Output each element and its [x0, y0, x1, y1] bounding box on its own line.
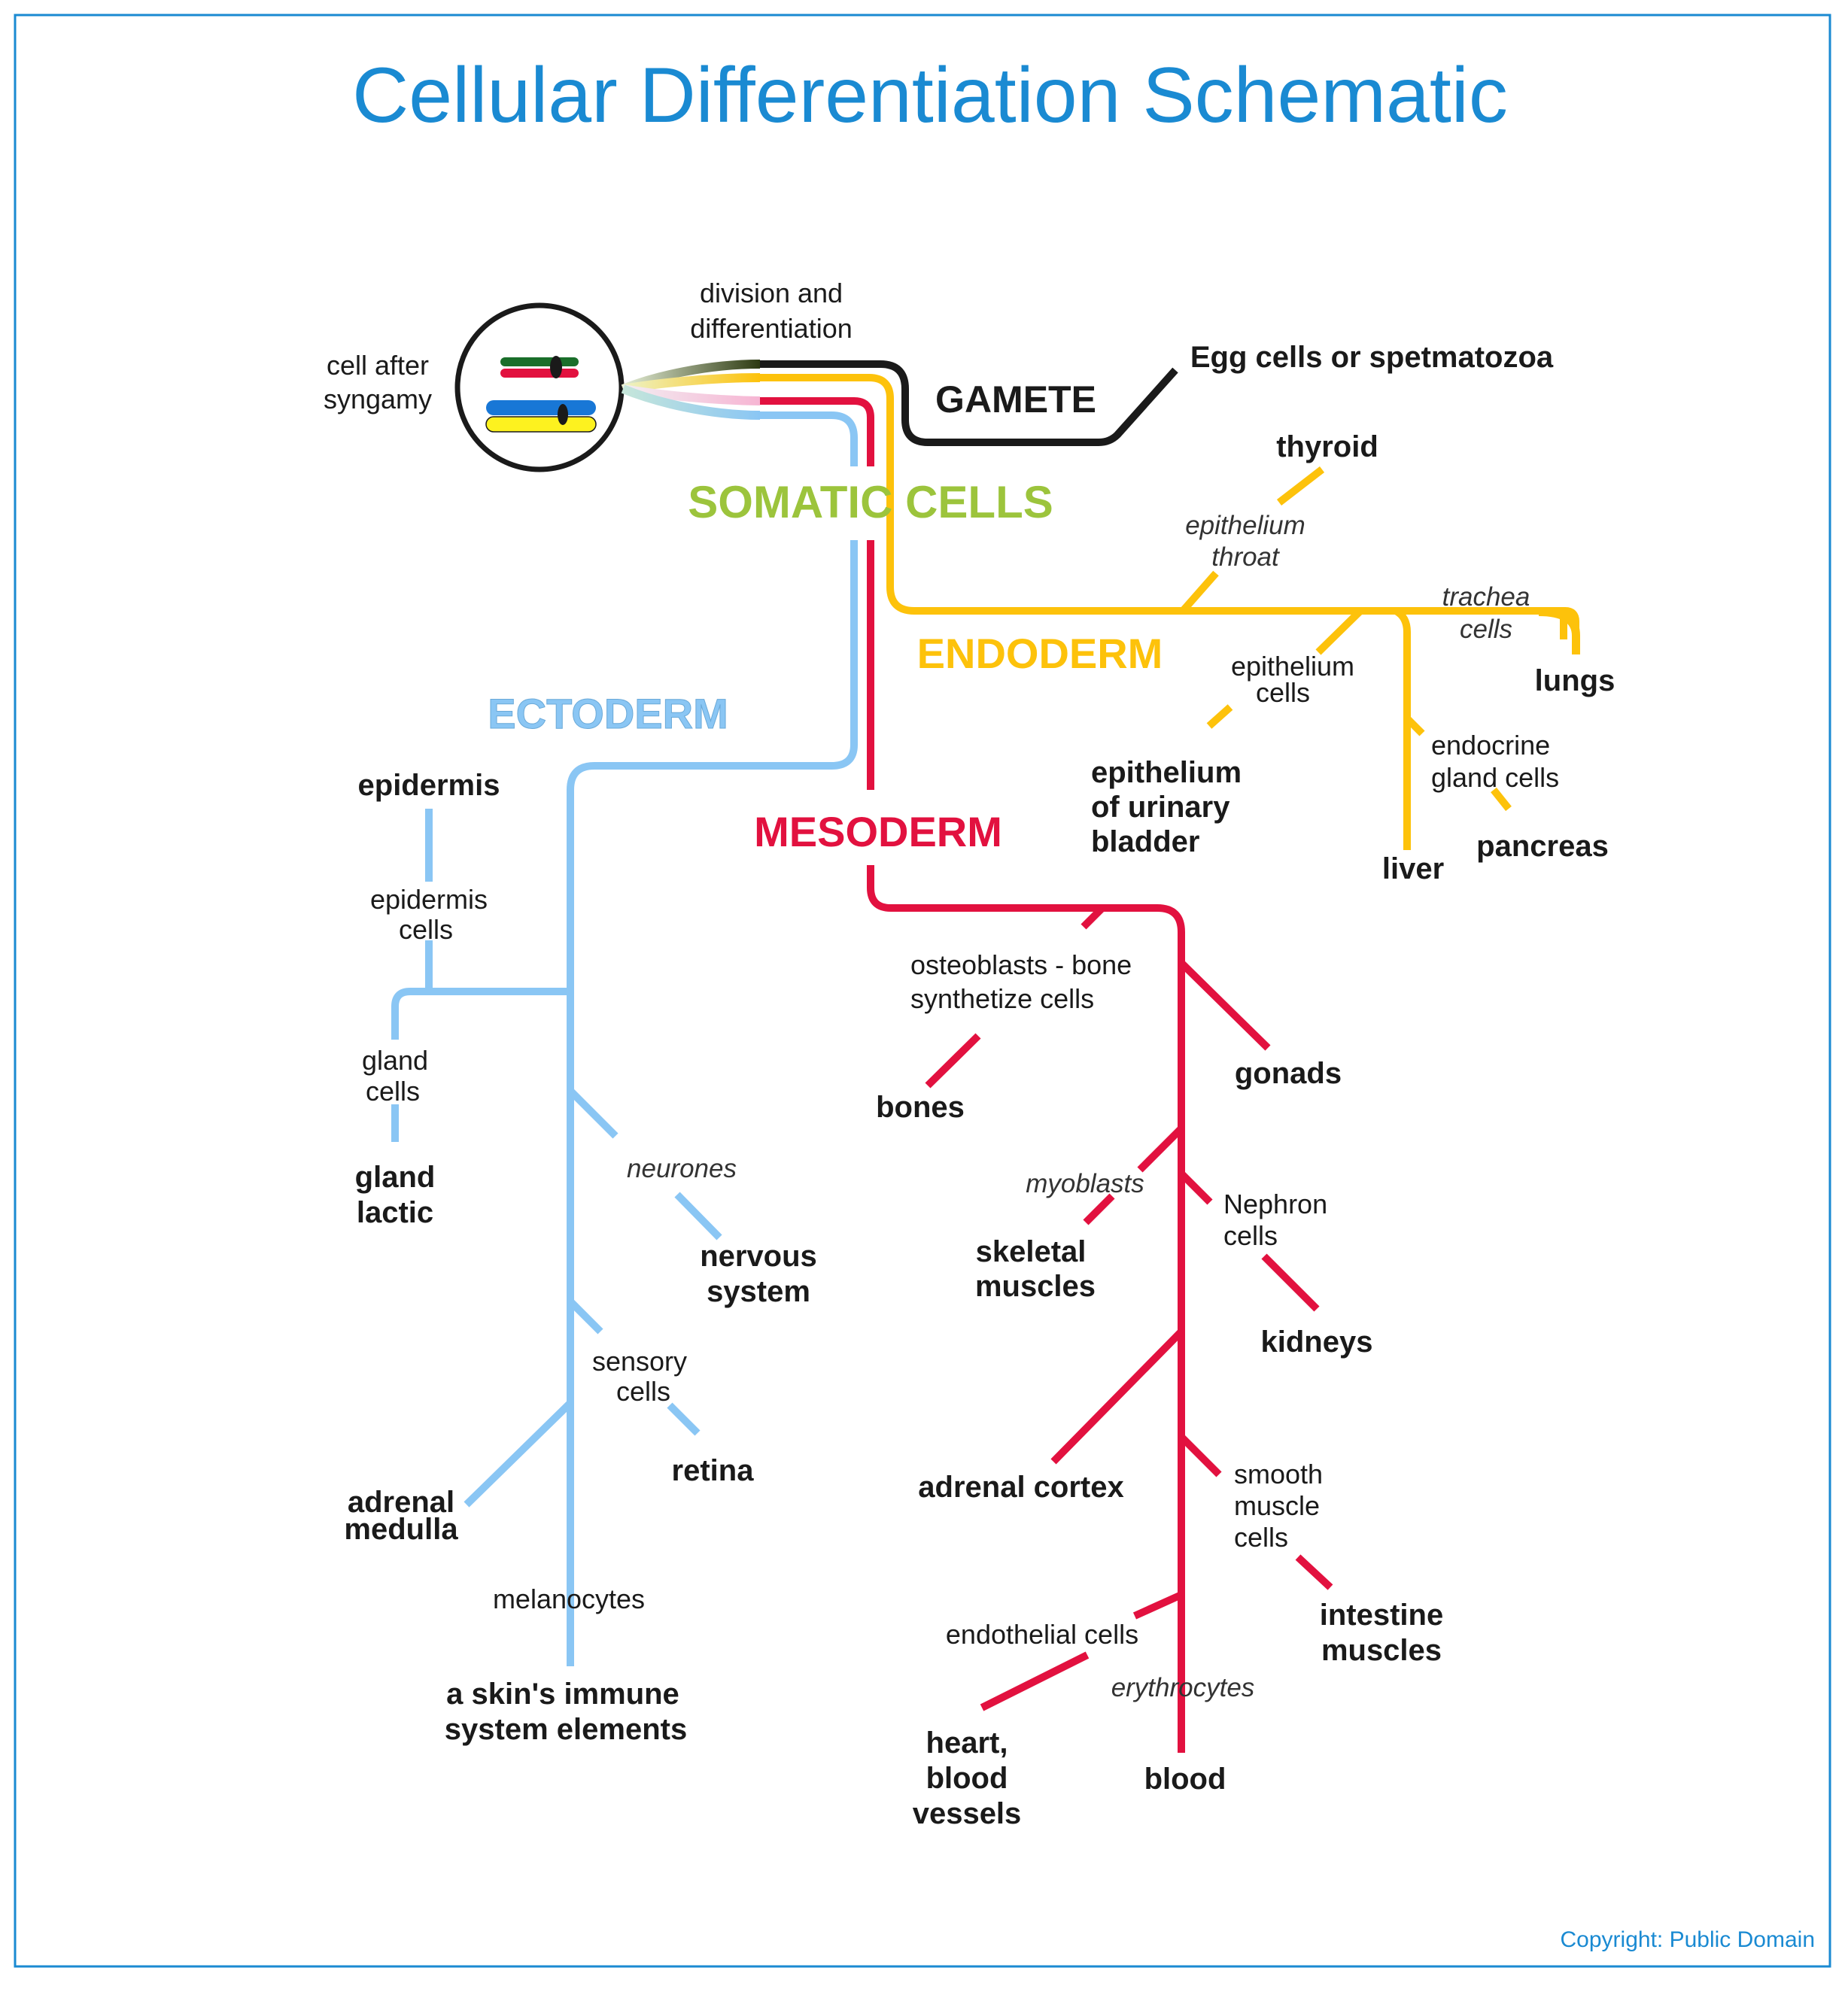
chromosome-yellow [485, 416, 597, 433]
node-urinary-bladder: epithelium [1091, 756, 1242, 789]
node-thyroid: thyroid [1276, 430, 1378, 463]
node-adrenal-cortex: adrenal cortex [918, 1471, 1123, 1504]
label-sensory-cells-2: cells [616, 1376, 670, 1407]
label-division-2: differentiation [690, 313, 853, 344]
node-epidermis: epidermis [358, 769, 500, 802]
label-endocrine-2: gland cells [1431, 762, 1559, 793]
label-cell-after-syngamy-2: syngamy [324, 384, 432, 415]
node-gland-lactic-2: lactic [357, 1196, 433, 1229]
label-epithelium-throat-2: throat [1211, 542, 1280, 572]
label-epidermis-cells-2: cells [399, 914, 453, 945]
label-endothelial: endothelial cells [946, 1619, 1138, 1650]
label-nephron-cells-2: cells [1223, 1220, 1278, 1251]
label-erythrocytes: erythrocytes [1111, 1673, 1255, 1702]
centromere-top [550, 356, 562, 378]
label-trachea-cells: trachea [1442, 582, 1530, 612]
node-urinary-bladder-3: bladder [1091, 825, 1199, 858]
diagram-frame [14, 14, 1831, 1968]
node-lungs: lungs [1535, 664, 1615, 697]
label-nephron-cells: Nephron [1223, 1189, 1327, 1219]
label-smooth-muscle-2: muscle [1234, 1490, 1320, 1521]
label-osteoblasts: osteoblasts - bone [910, 949, 1132, 980]
node-heart-vessels: heart, [926, 1726, 1008, 1760]
label-osteoblasts-2: synthetize cells [910, 983, 1094, 1014]
node-heart-vessels-3: vessels [913, 1797, 1022, 1830]
page-title: Cellular Differentiation Schematic [352, 52, 1508, 139]
node-blood: blood [1144, 1763, 1226, 1796]
endoderm-label: ENDODERM [917, 630, 1163, 677]
label-melanocytes: melanocytes [493, 1584, 645, 1614]
node-adrenal-medulla: adrenal [348, 1486, 454, 1519]
node-bones: bones [876, 1091, 965, 1124]
node-skeletal-muscles: skeletal [976, 1235, 1087, 1268]
node-liver: liver [1382, 852, 1444, 885]
node-gland-lactic: gland [355, 1161, 436, 1194]
gamete-label: GAMETE [935, 378, 1096, 421]
copyright-note: Copyright: Public Domain [1561, 1927, 1815, 1952]
label-smooth-muscle: smooth [1234, 1459, 1323, 1489]
label-trachea-cells-2: cells [1460, 615, 1512, 644]
node-adrenal-medulla-2: medulla [344, 1513, 458, 1546]
lungs-branch [1527, 607, 1580, 654]
label-epidermis-cells: epidermis [370, 884, 488, 915]
node-kidneys: kidneys [1261, 1325, 1373, 1359]
ectoderm-label: ECTODERM [488, 690, 728, 737]
node-nervous-system: nervous [700, 1240, 817, 1273]
node-retina: retina [672, 1454, 755, 1487]
label-endocrine: endocrine [1431, 730, 1550, 761]
node-urinary-bladder-2: of urinary [1091, 791, 1230, 824]
gamete-result: Egg cells or spetmatozoa [1190, 341, 1554, 374]
label-gland-cells: gland [362, 1045, 428, 1076]
mesoderm-lines [760, 397, 1333, 1753]
label-cell-after-syngamy: cell after [327, 350, 429, 381]
zygote-cell [454, 302, 625, 472]
node-intestine-muscles-2: muscles [1321, 1634, 1442, 1667]
label-gland-cells-2: cells [366, 1076, 420, 1107]
node-intestine-muscles: intestine [1320, 1599, 1443, 1632]
node-skin-immune: a skin's immune [446, 1678, 679, 1711]
chromosome-green [500, 357, 579, 366]
label-epithelium-cells-2: cells [1256, 677, 1310, 708]
mesoderm-label: MESODERM [754, 808, 1002, 855]
node-pancreas: pancreas [1476, 830, 1609, 863]
label-smooth-muscle-3: cells [1234, 1522, 1288, 1553]
chromosome-red [500, 369, 579, 378]
ectoderm-lines [391, 411, 858, 1666]
node-heart-vessels-2: blood [926, 1762, 1008, 1795]
chromosome-blue [486, 400, 596, 415]
node-nervous-system-2: system [707, 1275, 810, 1308]
label-neurones: neurones [627, 1154, 737, 1183]
divergence-fan [621, 360, 761, 420]
label-epithelium-throat: epithelium [1185, 511, 1305, 540]
gamete-path [760, 360, 1178, 446]
label-sensory-cells: sensory [592, 1346, 687, 1377]
label-epithelium-cells: epithelium [1231, 651, 1354, 682]
node-skin-immune-2: system elements [445, 1713, 687, 1746]
label-myoblasts: myoblasts [1026, 1169, 1144, 1198]
label-division: division and [700, 278, 843, 308]
node-gonads: gonads [1235, 1057, 1342, 1090]
somatic-label: SOMATIC CELLS [688, 477, 1053, 527]
node-skeletal-muscles-2: muscles [975, 1270, 1096, 1303]
centromere-bottom [558, 404, 568, 425]
